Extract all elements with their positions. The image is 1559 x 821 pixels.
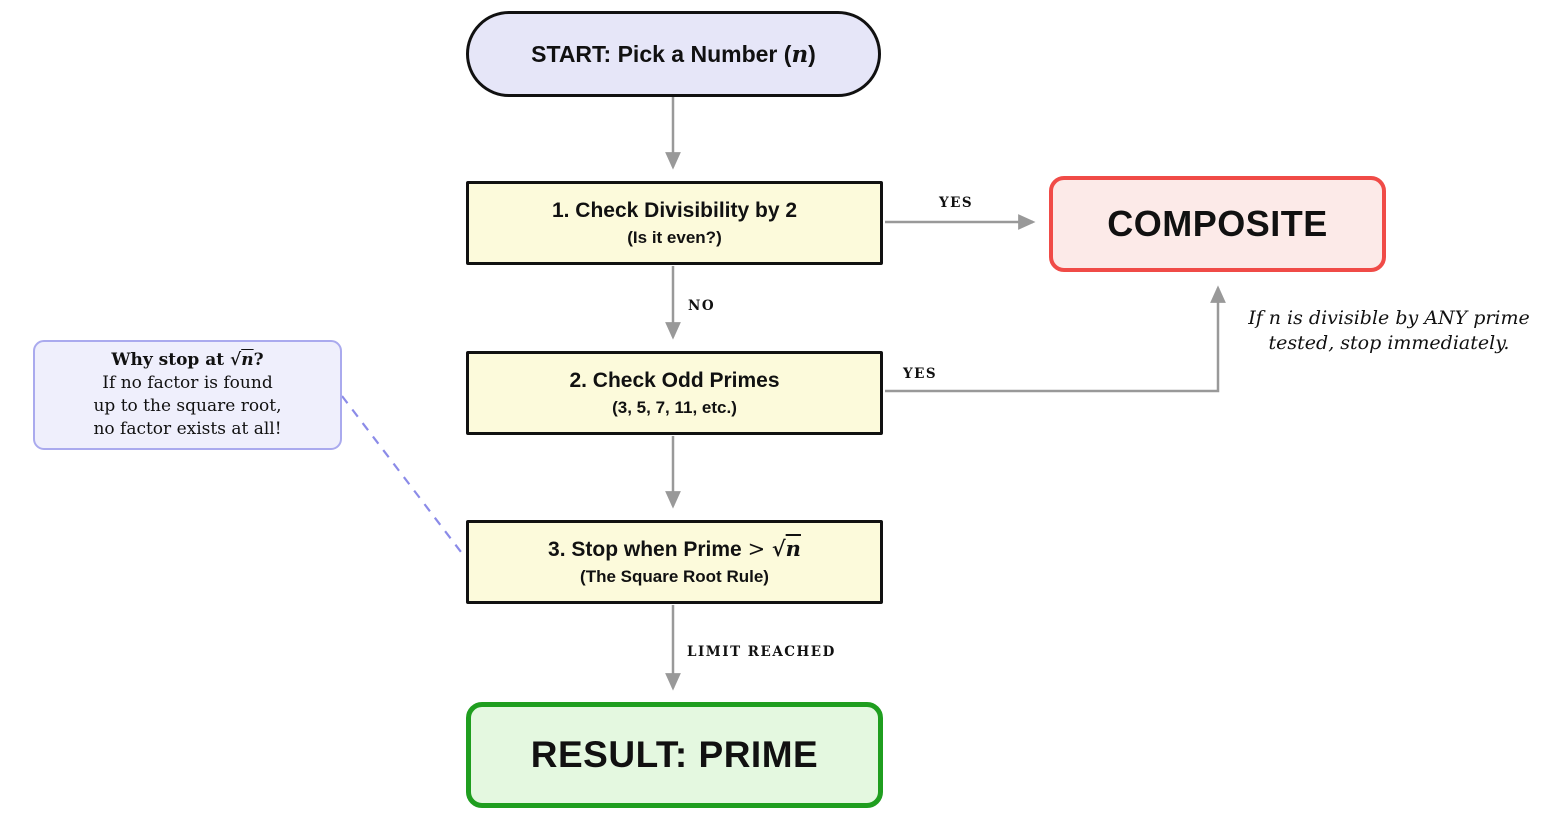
start-var-n: n (791, 40, 809, 68)
node-step2-check-odd-primes[interactable]: 2. Check Odd Primes (3, 5, 7, 11, etc.) (466, 351, 883, 435)
composite-annotation-line: tested, stop immediately. (1268, 332, 1510, 354)
start-label: START: Pick a Number (n) (531, 40, 816, 68)
step1-title: 1. Check Divisibility by 2 (551, 198, 798, 222)
side-note-line: If no factor is found (102, 373, 273, 393)
node-start[interactable]: START: Pick a Number (n) (466, 11, 881, 97)
composite-label: COMPOSITE (1107, 203, 1328, 244)
side-note-line: up to the square root, (93, 396, 282, 416)
step2-subtitle: (3, 5, 7, 11, etc.) (612, 397, 737, 417)
node-step1-check-divisibility[interactable]: 1. Check Divisibility by 2 (Is it even?) (466, 181, 883, 265)
edge-label-step1-no: NO (688, 298, 716, 314)
node-composite[interactable]: COMPOSITE (1049, 176, 1386, 272)
composite-annotation: If n is divisible by ANY prime tested, s… (1228, 306, 1550, 356)
step3-title: 3. Stop when Prime > √n (548, 536, 801, 561)
sqrt-symbol: √ (771, 536, 786, 561)
edge-label-limit-reached: LIMIT REACHED (687, 644, 836, 660)
side-note-why-stop: Why stop at √n? If no factor is found up… (33, 340, 342, 450)
prime-label: RESULT: PRIME (530, 734, 819, 775)
step3-subtitle: (The Square Root Rule) (580, 567, 769, 586)
side-note-title: Why stop at √n? (111, 350, 264, 370)
step1-subtitle: (Is it even?) (627, 227, 722, 247)
sqrt-arg-n: n (785, 536, 801, 561)
edge-label-step1-yes: YES (939, 195, 974, 211)
node-result-prime[interactable]: RESULT: PRIME (466, 702, 883, 808)
edge-note-to-step3-dashed (341, 395, 462, 553)
step2-title: 2. Check Odd Primes (569, 368, 780, 392)
node-step3-square-root-rule[interactable]: 3. Stop when Prime > √n (The Square Root… (466, 520, 883, 604)
sqrt-arg-n: n (241, 350, 254, 370)
composite-annotation-line: If n is divisible by ANY prime (1248, 307, 1530, 329)
edge-label-step2-yes: YES (903, 366, 938, 382)
side-note-line: no factor exists at all! (93, 419, 282, 439)
sqrt-symbol: √ (230, 350, 242, 370)
